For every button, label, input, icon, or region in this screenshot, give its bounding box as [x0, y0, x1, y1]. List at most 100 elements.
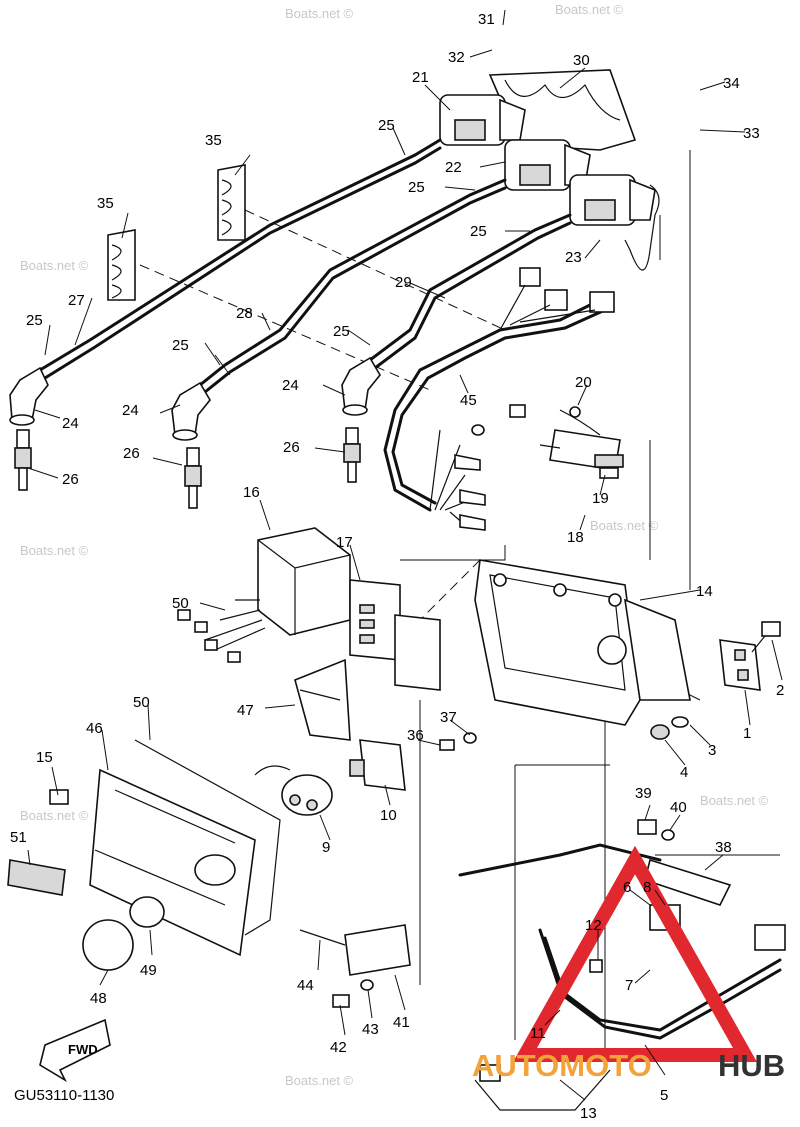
callout-26-b: 26	[123, 445, 140, 462]
callout-45: 45	[460, 392, 477, 409]
plug-cap-24-right	[341, 356, 381, 416]
washer-37	[463, 732, 477, 744]
callout-50-a: 50	[172, 595, 189, 612]
callout-50-b: 50	[133, 694, 150, 711]
sensor-38	[458, 843, 732, 906]
logo-text-2: HUB	[718, 1048, 785, 1083]
watermark: Boats.net ©	[20, 543, 89, 558]
fwd-arrow: FWD	[39, 1018, 111, 1083]
watermark: Boats.net ©	[555, 2, 624, 17]
bolt-39	[637, 819, 657, 835]
plug-cap-24-left	[9, 366, 49, 426]
callout-43: 43	[362, 1021, 379, 1038]
callout-13: 13	[580, 1105, 597, 1122]
callout-28: 28	[236, 305, 253, 322]
plug-cap-24-middle	[171, 381, 211, 441]
callout-29: 29	[395, 274, 412, 291]
gasket-50	[134, 739, 281, 936]
mount-bracket-1	[719, 639, 761, 691]
callout-6: 6	[623, 879, 631, 896]
callout-32: 32	[448, 49, 465, 66]
spark-plug-26-left	[14, 429, 32, 491]
callout-25-b: 25	[408, 179, 425, 196]
washer-40	[661, 829, 675, 841]
nut-4	[650, 724, 670, 740]
callout-19: 19	[592, 490, 609, 507]
callout-27: 27	[68, 292, 85, 309]
callout-1: 1	[743, 725, 751, 742]
logo-text-1: AUTOMOTO	[472, 1048, 652, 1083]
callout-8: 8	[643, 879, 651, 896]
callout-17: 17	[336, 534, 353, 551]
callout-5: 5	[660, 1087, 668, 1104]
label-51	[7, 859, 66, 896]
fwd-label: FWD	[68, 1042, 98, 1057]
bracket-17	[349, 579, 441, 691]
callout-51: 51	[10, 829, 27, 846]
callout-25-c: 25	[470, 223, 487, 240]
callout-14: 14	[696, 583, 713, 600]
spark-plug-26-right	[343, 427, 361, 483]
callout-37: 37	[440, 709, 457, 726]
callout-20: 20	[575, 374, 592, 391]
callout-47: 47	[237, 702, 254, 719]
callout-39: 39	[635, 785, 652, 802]
bolt-15	[49, 789, 69, 805]
spark-plug-lead-28	[198, 178, 507, 394]
watermark: Boats.net ©	[20, 808, 89, 823]
callout-42: 42	[330, 1039, 347, 1056]
switch-10	[349, 739, 406, 791]
watermark: Boats.net ©	[20, 258, 89, 273]
grommet-49	[129, 896, 165, 928]
watermarks: Boats.net © Boats.net © Boats.net © Boat…	[20, 2, 769, 1088]
coil-ground-wire	[624, 184, 660, 271]
callout-25-a: 25	[378, 117, 395, 134]
callout-15: 15	[36, 749, 53, 766]
bolt-36	[439, 739, 455, 751]
callout-25-e: 25	[333, 323, 350, 340]
ignition-coil-23	[569, 174, 656, 226]
callout-24-c: 24	[282, 377, 299, 394]
watermark: Boats.net ©	[700, 793, 769, 808]
watermark: Boats.net ©	[285, 6, 354, 21]
callout-26-a: 26	[62, 471, 79, 488]
callout-44: 44	[297, 977, 314, 994]
callout-23: 23	[565, 249, 582, 266]
callout-25-f: 25	[172, 337, 189, 354]
callout-24-b: 24	[122, 402, 139, 419]
rectifier-assembly	[509, 404, 624, 479]
electrical-box-14	[474, 559, 691, 726]
callout-leaders	[27, 9, 783, 1101]
callout-12: 12	[585, 917, 602, 934]
cover-46	[89, 768, 256, 957]
callout-9: 9	[322, 839, 330, 856]
holder-47	[294, 658, 351, 741]
washer-3	[671, 716, 689, 728]
bolt-2	[751, 621, 781, 653]
diagram-code: GU53110-1130	[14, 1087, 114, 1104]
callout-35-b: 35	[97, 195, 114, 212]
callout-25-d: 25	[26, 312, 43, 329]
ignition-coil-21	[439, 94, 526, 146]
terminal-block-41	[299, 924, 411, 976]
callout-35-a: 35	[205, 132, 222, 149]
callout-11: 11	[530, 1025, 546, 1042]
callout-38: 38	[715, 839, 732, 856]
callout-31: 31	[478, 11, 495, 28]
callout-labels: 31 32 30 21 34 33 25 35 22 25 35 25 23 2…	[10, 11, 784, 1122]
cable-clamp-35-upper	[217, 164, 246, 241]
callout-22: 22	[445, 159, 462, 176]
watermark: Boats.net ©	[285, 1073, 354, 1088]
callout-49: 49	[140, 962, 157, 979]
callout-2: 2	[776, 682, 784, 699]
automotohub-logo: AUTOMOTO HUB	[472, 845, 785, 1083]
callout-34: 34	[723, 75, 740, 92]
washer-43	[360, 979, 374, 991]
callout-16: 16	[243, 484, 260, 501]
callout-7: 7	[625, 977, 633, 994]
callout-48: 48	[90, 990, 107, 1007]
callout-21: 21	[412, 69, 429, 86]
callout-46: 46	[86, 720, 103, 737]
